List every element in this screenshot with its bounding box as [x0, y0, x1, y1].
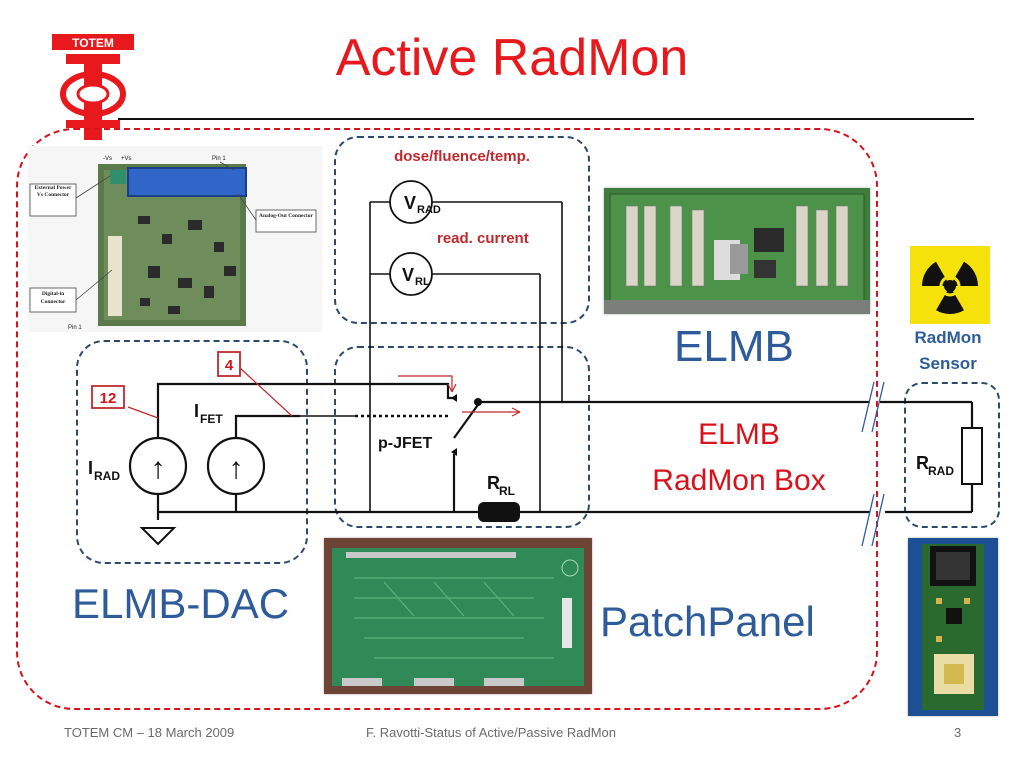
r-rad-subscript: RAD — [928, 464, 954, 478]
neg-vs-annotation: -Vs — [103, 156, 112, 162]
elmb-board-photo — [604, 188, 870, 314]
channel-12-label: 12 — [100, 390, 117, 407]
elmb-boundary — [16, 128, 878, 710]
dose-label: dose/fluence/temp. — [394, 148, 530, 165]
cable-break-marks — [861, 381, 885, 547]
pos-vs-annotation: +Vs — [121, 156, 132, 162]
analog-out-annotation: Analog-Out Connector — [259, 213, 313, 219]
readout-wires — [369, 201, 563, 512]
radiation-hazard-icon — [910, 246, 990, 324]
jfet-switch — [453, 401, 481, 439]
i-fet-source — [206, 436, 266, 496]
v-rad-symbol: V — [404, 193, 416, 213]
r-rl-resistor — [478, 502, 520, 522]
i-rad-source — [128, 436, 188, 496]
sensor-box — [904, 382, 1000, 528]
v-rad-meter — [389, 180, 433, 224]
i-fet-arrow: ↑ — [229, 452, 244, 485]
i-fet-subscript: FET — [200, 412, 223, 426]
elmb-dac-board-photo: -Vs +Vs Pin 1 External Power Vs Connecto… — [28, 146, 322, 332]
channel-4-box — [217, 351, 241, 377]
v-rl-meter — [389, 252, 433, 296]
pin1-top-annotation: Pin 1 — [212, 156, 226, 162]
r-rad-symbol: R — [916, 453, 929, 473]
current-arrows — [127, 367, 521, 419]
footer-author: F. Ravotti-Status of Active/Passive RadM… — [366, 725, 616, 740]
ext-power-annotation: External Power Vs Connector — [34, 185, 72, 198]
elmb-dac-box — [76, 340, 308, 564]
ground-symbol — [139, 527, 177, 546]
v-rl-symbol: V — [402, 265, 414, 285]
radmon-sensor-label-line1: RadMon — [914, 328, 982, 347]
r-rl-subscript: RL — [499, 484, 515, 498]
slide-title: Active RadMon — [335, 29, 689, 87]
patchpanel-board-photo — [324, 538, 592, 694]
readout-box — [334, 136, 590, 324]
v-rad-subscript: RAD — [417, 204, 441, 216]
i-rad-subscript: RAD — [94, 469, 120, 483]
p-jfet-label: p-JFET — [378, 435, 432, 452]
pin1-bottom-annotation: Pin 1 — [68, 325, 82, 331]
totem-logo: TOTEM — [48, 32, 138, 142]
patchpanel-label: PatchPanel — [600, 598, 815, 645]
channel-4-label: 4 — [225, 357, 234, 374]
elmb-label: ELMB — [674, 322, 794, 371]
r-rl-symbol: R — [487, 473, 500, 493]
v-rl-subscript: RL — [415, 276, 430, 288]
r-rad-resistor — [961, 427, 983, 485]
digital-in-annotation: Digital-in Connector — [40, 291, 66, 305]
elmb-dac-label: ELMB-DAC — [72, 580, 290, 627]
radmon-sensor-photo — [908, 538, 998, 716]
page-number: 3 — [954, 725, 962, 740]
i-rad-arrow: ↑ — [151, 452, 166, 485]
title-underline — [118, 118, 974, 120]
channel-12-box — [91, 385, 125, 409]
radmon-box-label-line2: RadMon Box — [652, 464, 826, 497]
logo-text: TOTEM — [72, 36, 114, 50]
i-rad-symbol: I — [88, 458, 93, 478]
radmon-box-label-line1: ELMB — [698, 418, 780, 451]
radmon-sensor-label-line2: Sensor — [919, 354, 977, 373]
radmon-box — [334, 346, 590, 528]
i-fet-symbol: I — [194, 401, 199, 421]
footer-date: TOTEM CM – 18 March 2009 — [64, 725, 235, 740]
read-current-label: read. current — [437, 230, 529, 247]
